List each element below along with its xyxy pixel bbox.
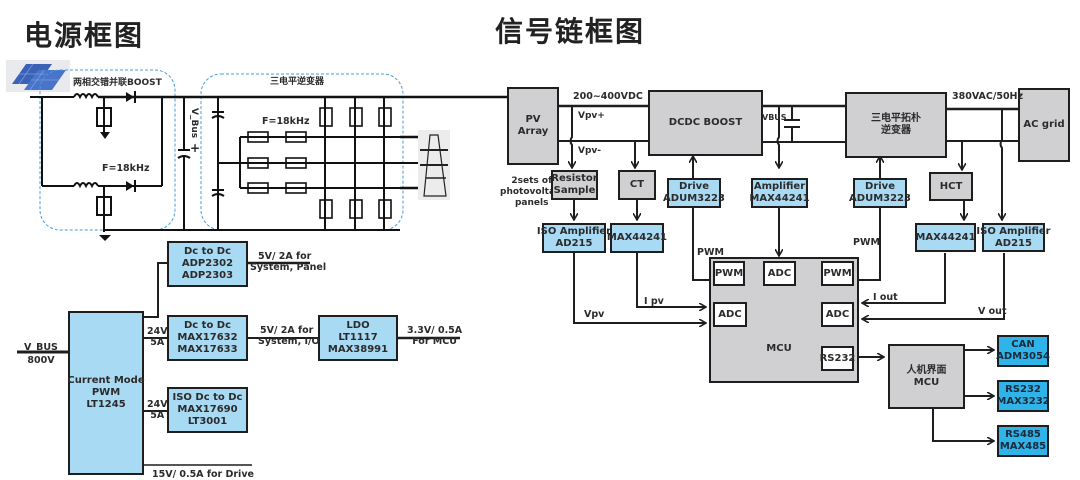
vout-signal: V out xyxy=(978,306,1007,317)
dcdc-boost-block: DCDC BOOST xyxy=(648,90,763,156)
iout-signal: I out xyxy=(873,292,898,303)
diode-icon xyxy=(126,91,136,192)
boost-dashed-region xyxy=(39,69,176,231)
boost-frequency: F=18kHz xyxy=(102,163,150,174)
ct-block: CT xyxy=(618,170,656,200)
max44241-block-1: MAX44241 xyxy=(607,223,667,253)
rail-drive-label: 15V/ 0.5A for Drive xyxy=(152,469,254,480)
vbus-label: V_Bus xyxy=(189,108,199,139)
vbus-input-voltage: 800V xyxy=(27,355,55,366)
vbus-capacitor xyxy=(177,97,191,230)
max44241-block-2: MAX44241 xyxy=(915,223,976,252)
pwm-signal-right: PWM xyxy=(853,237,880,248)
vbus-input-name: V_BUS xyxy=(24,342,58,353)
pwm-signal-left: PWM xyxy=(697,247,724,258)
mcu-adc-port-left: ADC xyxy=(713,302,747,327)
mosfet-icon xyxy=(96,107,112,241)
power-diagram-title: 电源框图 xyxy=(24,19,145,52)
mcu-rs232-port: RS232 xyxy=(820,346,855,371)
vpv-signal: Vpv xyxy=(584,309,605,320)
boost-label: 两相交错并联BOOST xyxy=(73,78,162,88)
power-tree-wires xyxy=(17,261,460,466)
vpv-minus-label: Vpv- xyxy=(578,146,602,156)
mcu-pwm-port-1: PWM xyxy=(713,261,745,286)
ac-grid-block: AC grid xyxy=(1018,88,1070,162)
dc-voltage-label: 200~400VDC xyxy=(573,91,643,102)
ac-voltage-label: 380VAC/50Hz xyxy=(952,91,1024,102)
inverter-label: 三电平逆变器 xyxy=(270,77,325,87)
signal-chain-wires xyxy=(558,104,1018,441)
mcu-adc-port-top: ADC xyxy=(763,261,796,286)
vbus-plus: + xyxy=(190,141,201,155)
inverter-circuit xyxy=(211,97,418,230)
inverter-block: 三电平拓朴逆变器 xyxy=(845,92,947,158)
signal-diagram-title: 信号链框图 xyxy=(495,15,646,48)
igbt-array-icon xyxy=(247,107,392,219)
power-tower-icon xyxy=(418,130,450,200)
mcu-adc-port-right: ADC xyxy=(821,302,854,327)
hct-block: HCT xyxy=(929,172,973,201)
vpv-plus-label: Vpv+ xyxy=(578,111,605,121)
vbus-input-label: V_BUS 800V xyxy=(24,342,58,366)
inverter-frequency: F=18kHz xyxy=(262,116,310,127)
vbus-signal-label: VBUS xyxy=(762,113,787,122)
solar-panel-icon xyxy=(6,60,70,92)
ipv-signal: I pv xyxy=(644,296,664,307)
mcu-pwm-port-2: PWM xyxy=(821,261,854,286)
